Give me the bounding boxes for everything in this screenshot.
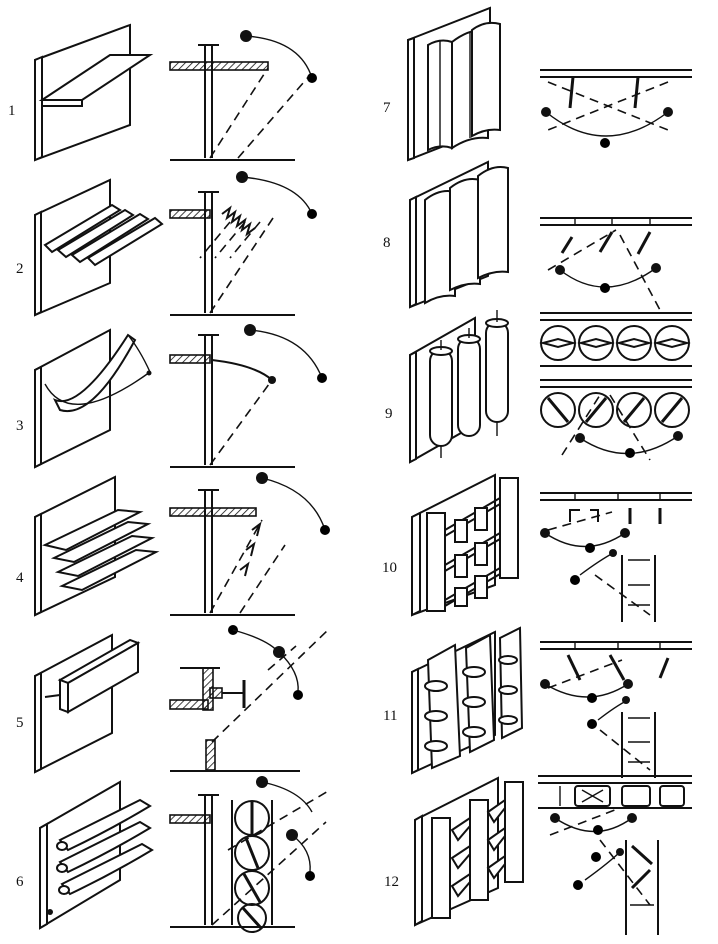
- device-2-perspective: [34, 178, 164, 317]
- device-9-plan-open: [540, 379, 692, 465]
- label-2: 2: [16, 261, 24, 277]
- device-6-perspective: [39, 780, 154, 930]
- device-10: 10: [382, 473, 692, 622]
- device-10-plan: [540, 492, 692, 622]
- device-3-perspective: [34, 328, 152, 469]
- device-7-plan: [540, 69, 692, 155]
- device-1: 1: [8, 23, 324, 162]
- sun-icon: [580, 686, 604, 710]
- device-7-perspective: [407, 6, 501, 162]
- device-12: 12: [384, 775, 692, 935]
- label-1: 1: [8, 103, 16, 119]
- label-10: 10: [382, 560, 397, 576]
- sun-icon: [300, 66, 324, 90]
- device-6-section: [169, 776, 331, 933]
- device-4: 4: [16, 472, 337, 617]
- device-12-plan: [538, 775, 692, 935]
- label-4: 4: [16, 570, 24, 586]
- label-3: 3: [16, 418, 24, 434]
- label-12: 12: [384, 874, 399, 890]
- device-1-perspective: [34, 23, 154, 162]
- label-7: 7: [383, 100, 391, 116]
- device-4-section: [169, 472, 337, 616]
- sun-icon: [313, 518, 337, 542]
- device-7: 7: [383, 6, 692, 162]
- sun-icon: [300, 202, 324, 226]
- device-11: 11: [383, 626, 692, 778]
- sun-icon: [310, 366, 334, 390]
- label-8: 8: [383, 235, 391, 251]
- device-12-perspective: [414, 776, 524, 927]
- device-11-plan: [540, 641, 692, 778]
- device-9-plan-closed: [539, 312, 692, 367]
- sun-icon: [578, 536, 602, 560]
- device-5-perspective: [34, 633, 141, 774]
- device-3-section: [169, 324, 334, 468]
- device-4-perspective: [34, 475, 160, 617]
- label-9: 9: [385, 406, 393, 422]
- device-6: 6: [16, 776, 331, 933]
- device-11-perspective: [411, 626, 524, 775]
- device-9-perspective: [409, 310, 509, 464]
- sun-icon: [593, 131, 617, 155]
- sun-icon: [566, 873, 590, 897]
- label-11: 11: [383, 708, 397, 724]
- sun-icon: [580, 712, 604, 736]
- device-9: 9: [385, 310, 692, 465]
- device-2: 2: [16, 171, 324, 317]
- device-5-section: [169, 618, 331, 772]
- sun-icon: [593, 276, 617, 300]
- device-8-perspective: [409, 160, 509, 309]
- device-10-perspective: [411, 473, 519, 617]
- device-2-section: [169, 171, 324, 316]
- label-6: 6: [16, 874, 24, 890]
- device-1-section: [169, 30, 324, 161]
- device-8: 8: [383, 160, 692, 311]
- device-3: 3: [16, 324, 334, 469]
- device-8-plan: [540, 217, 692, 311]
- device-5: 5: [16, 618, 331, 774]
- label-5: 5: [16, 715, 24, 731]
- sun-icon: [563, 568, 587, 592]
